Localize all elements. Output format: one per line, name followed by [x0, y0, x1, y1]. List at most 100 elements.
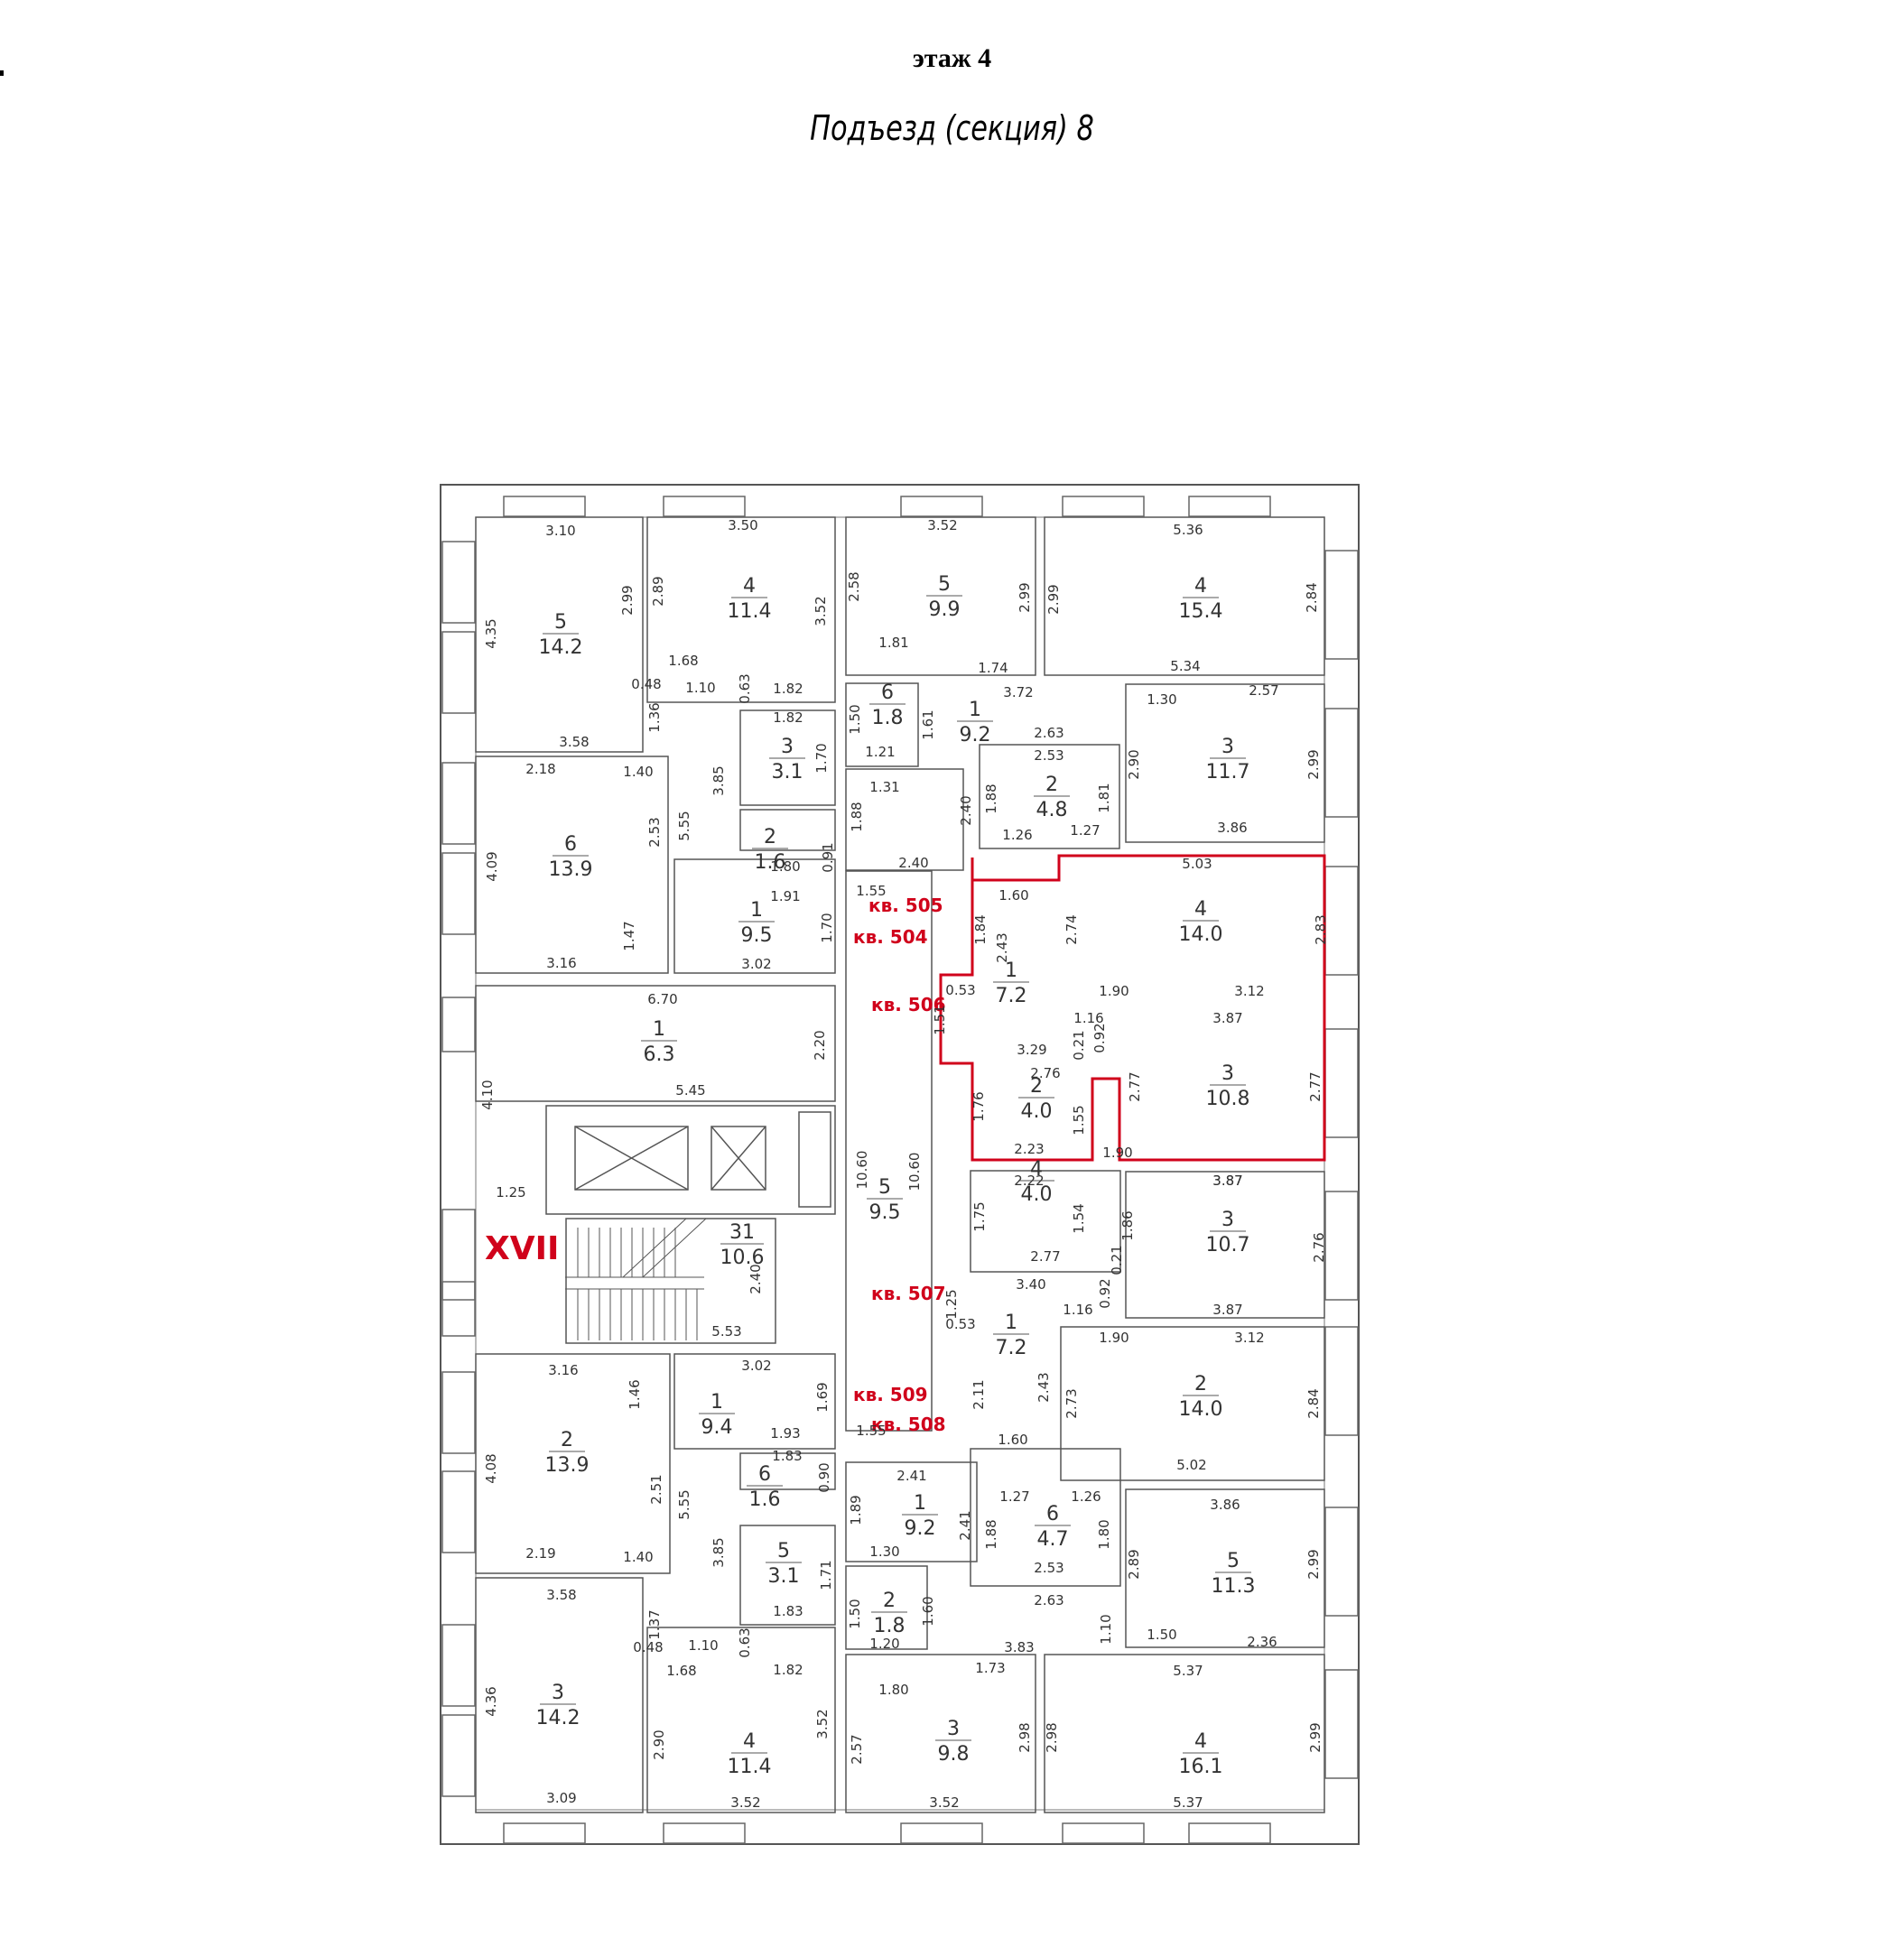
dimension-label: 4.08: [483, 1453, 499, 1483]
edge-mark: [0, 70, 4, 76]
dimension-label: 3.12: [1234, 983, 1264, 999]
dimension-label: 1.86: [1119, 1210, 1136, 1240]
dimension-label: 5.55: [676, 1489, 692, 1519]
dimension-label: 2.73: [1063, 1388, 1080, 1418]
dimension-label: 2.77: [1127, 1071, 1143, 1101]
dimension-label: 1.83: [773, 1603, 803, 1619]
dimension-label: 2.53: [1034, 747, 1063, 764]
stair-treads: [565, 1218, 707, 1340]
room-label: 59.9: [926, 573, 962, 621]
room-label: 17.2: [993, 1312, 1029, 1359]
dimension-label: 1.30: [1147, 691, 1176, 708]
dimension-label: 2.90: [1126, 749, 1142, 779]
section-title: Подъезд (секция) 8: [810, 108, 1094, 148]
svg-text:7.2: 7.2: [996, 1337, 1027, 1359]
room-label: 214.0: [1179, 1373, 1223, 1421]
dimension-label: 4.09: [484, 851, 500, 881]
dimension-label: 1.40: [623, 1549, 653, 1565]
svg-text:9.9: 9.9: [929, 598, 961, 621]
dimension-label: 1.26: [1002, 827, 1032, 843]
svg-text:9.5: 9.5: [741, 924, 773, 947]
dimension-label: 1.55: [856, 1423, 886, 1439]
dimension-label: 2.51: [648, 1474, 664, 1504]
dimension-label: 1.80: [1096, 1519, 1112, 1549]
dimension-label: 1.46: [627, 1379, 643, 1409]
dimension-label: 3.85: [711, 1537, 727, 1567]
dimension-label: 1.16: [1073, 1010, 1103, 1026]
svg-text:3: 3: [947, 1718, 960, 1740]
svg-text:3: 3: [552, 1682, 564, 1704]
dimension-label: 2.57: [1249, 682, 1278, 699]
svg-text:14.2: 14.2: [536, 1707, 580, 1729]
room-label: 59.5: [867, 1176, 903, 1224]
dimension-label: 2.40: [958, 795, 974, 825]
room-label: 19.5: [738, 899, 775, 947]
dimension-label: 1.10: [685, 680, 715, 696]
svg-text:1: 1: [1005, 1312, 1017, 1334]
dimension-label: 1.10: [688, 1637, 718, 1654]
dimension-label: 1.83: [772, 1448, 802, 1464]
dimension-label: 3.87: [1212, 1010, 1242, 1026]
room-label: 310.8: [1206, 1062, 1250, 1110]
dimension-label: 1.25: [496, 1184, 525, 1201]
dimension-label: 3.83: [1004, 1639, 1034, 1655]
svg-text:9.2: 9.2: [960, 724, 991, 746]
dimension-label: 3.87: [1212, 1173, 1242, 1189]
svg-text:1: 1: [969, 699, 981, 721]
svg-text:4: 4: [743, 575, 756, 598]
dimension-label: 1.31: [869, 779, 899, 795]
dimension-label: 3.52: [730, 1794, 760, 1811]
dimension-label: 1.40: [623, 764, 653, 780]
dimension-label: 1.16: [1063, 1302, 1092, 1318]
dimension-label: 3.86: [1210, 1497, 1240, 1513]
dimension-label: 1.21: [865, 744, 895, 760]
dimension-label: 2.84: [1304, 582, 1320, 612]
dimension-label: 3.52: [929, 1794, 959, 1811]
room-label: 314.2: [536, 1682, 580, 1729]
dimension-label: 1.37: [646, 1609, 663, 1639]
svg-text:13.9: 13.9: [545, 1454, 590, 1477]
apartment-label: кв. 504: [853, 926, 928, 948]
dimension-label: 2.43: [1036, 1372, 1052, 1402]
dimension-label: 3.87: [1212, 1302, 1242, 1318]
svg-text:1: 1: [711, 1391, 723, 1414]
svg-text:3: 3: [1221, 736, 1234, 758]
dimension-label: 1.55: [1071, 1105, 1087, 1135]
dimension-label: 1.73: [975, 1660, 1005, 1676]
dimension-label: 0.92: [1091, 1023, 1108, 1052]
svg-text:16.1: 16.1: [1179, 1756, 1223, 1778]
dimension-label: 6.70: [647, 991, 677, 1007]
svg-text:13.9: 13.9: [549, 858, 593, 881]
dimension-label: 3.10: [545, 523, 575, 539]
dimension-label: 2.11: [971, 1379, 987, 1409]
dimension-label: 2.99: [1305, 1549, 1322, 1579]
dimension-label: 2.89: [650, 576, 666, 606]
dimension-label: 1.88: [983, 1519, 999, 1549]
building-outline: [440, 484, 1360, 1845]
dimension-label: 0.53: [945, 982, 975, 998]
svg-text:4.0: 4.0: [1021, 1100, 1053, 1123]
dimension-label: 2.77: [1030, 1248, 1060, 1265]
dimension-label: 2.83: [1313, 914, 1329, 944]
dimension-label: 2.18: [525, 761, 555, 777]
dimension-label: 1.76: [971, 1091, 987, 1121]
svg-text:3: 3: [1221, 1209, 1234, 1231]
room-label: 414.0: [1179, 898, 1223, 946]
dimension-label: 1.68: [668, 653, 698, 669]
svg-text:1.8: 1.8: [872, 707, 904, 729]
dimension-label: 2.99: [1017, 582, 1033, 612]
dimension-label: 1.51: [932, 1005, 948, 1034]
svg-text:4: 4: [743, 1730, 756, 1753]
dimension-label: 1.91: [770, 888, 800, 904]
dimension-label: 1.70: [813, 743, 830, 773]
room-label: 24.0: [1018, 1075, 1054, 1123]
svg-text:2: 2: [764, 826, 776, 848]
dimension-label: 1.25: [943, 1289, 960, 1319]
dimension-label: 3.02: [741, 956, 771, 972]
dimension-label: 1.60: [998, 1432, 1027, 1448]
apartment-label: кв. 506: [871, 994, 946, 1015]
stair-label: XVII: [485, 1230, 559, 1267]
room-label: 311.7: [1206, 736, 1250, 783]
dimension-label: 2.19: [525, 1545, 555, 1562]
